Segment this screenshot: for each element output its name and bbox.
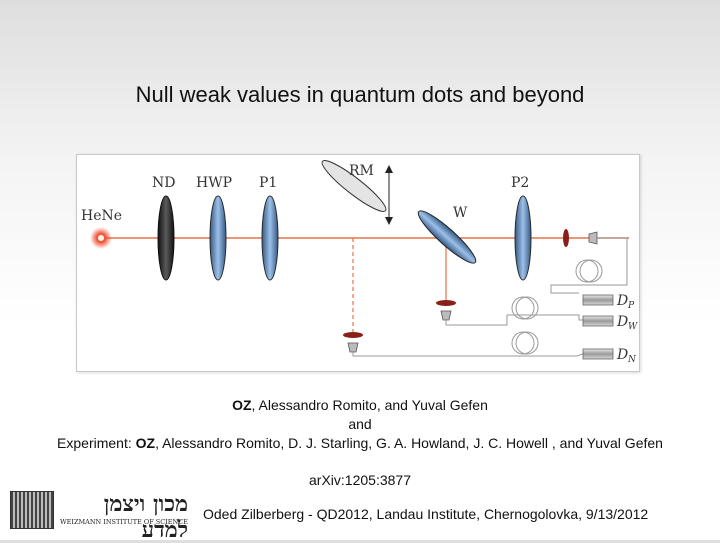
and-line: and xyxy=(348,416,372,432)
detector-p-icon xyxy=(582,294,614,306)
removable-mirror-icon xyxy=(321,160,387,212)
dw-label: D xyxy=(616,314,628,330)
weak-mirror-icon xyxy=(417,210,477,264)
weizmann-emblem-icon xyxy=(10,491,54,529)
fiber-lines xyxy=(352,237,628,357)
logo-hebrew-text: מכון ויצמן למדע xyxy=(103,491,188,543)
arxiv-reference: arXiv:1205:3877 xyxy=(309,472,411,488)
laser-core xyxy=(98,235,104,241)
dn-label: D xyxy=(616,347,628,363)
p2-label: P2 xyxy=(511,175,529,191)
dn-subscript: N xyxy=(627,355,637,365)
rm-label: RM xyxy=(349,163,374,179)
detector-n-icon xyxy=(582,348,614,360)
w-label: W xyxy=(453,205,468,221)
dp-label: D xyxy=(616,293,628,309)
hwp-label: HWP xyxy=(196,175,232,191)
lens-n-icon xyxy=(343,332,363,338)
dw-subscript: W xyxy=(628,322,638,332)
coupler-n-icon xyxy=(347,342,359,353)
experiment-bold: OZ xyxy=(135,435,156,451)
polarizer-p1-icon xyxy=(261,195,279,281)
slide-title: Null weak values in quantum dots and bey… xyxy=(135,82,585,107)
weizmann-logo: מכון ויצמן למדע WEIZMANN INSTITUTE OF SC… xyxy=(10,491,190,543)
nd-label: ND xyxy=(152,175,175,191)
experimental-setup-figure: HeNe ND HWP P1 RM W P2 xyxy=(76,154,640,372)
rm-arrow-up-icon xyxy=(385,165,393,173)
detector-w-icon xyxy=(582,315,614,327)
authors-rest: , Alessandro Romito, and Yuval Gefen xyxy=(251,397,488,413)
authors-line: OZ, Alessandro Romito, and Yuval Gefen xyxy=(0,397,720,413)
logo-english-text: WEIZMANN INSTITUTE OF SCIENCE xyxy=(60,518,188,526)
hene-label: HeNe xyxy=(81,208,122,224)
half-wave-plate-icon xyxy=(209,195,227,281)
lens-p-icon xyxy=(563,229,569,247)
experiment-line: Experiment: OZ, Alessandro Romito, D. J.… xyxy=(0,435,720,451)
p1-label: P1 xyxy=(259,175,277,191)
nd-filter-icon xyxy=(157,195,175,281)
lens-w-icon xyxy=(436,300,456,306)
experiment-rest: , Alessandro Romito, D. J. Starling, G. … xyxy=(155,435,663,451)
rm-arrow-down-icon xyxy=(385,217,393,225)
coupler-p-icon xyxy=(588,231,598,245)
footer-text: Oded Zilberberg - QD2012, Landau Institu… xyxy=(203,506,649,522)
dp-subscript: P xyxy=(627,301,635,311)
experiment-label: Experiment: xyxy=(57,435,136,451)
authors-bold: OZ xyxy=(232,397,252,413)
polarizer-p2-icon xyxy=(514,195,532,281)
coupler-w-icon xyxy=(440,310,452,321)
setup-diagram: HeNe ND HWP P1 RM W P2 xyxy=(81,160,638,365)
